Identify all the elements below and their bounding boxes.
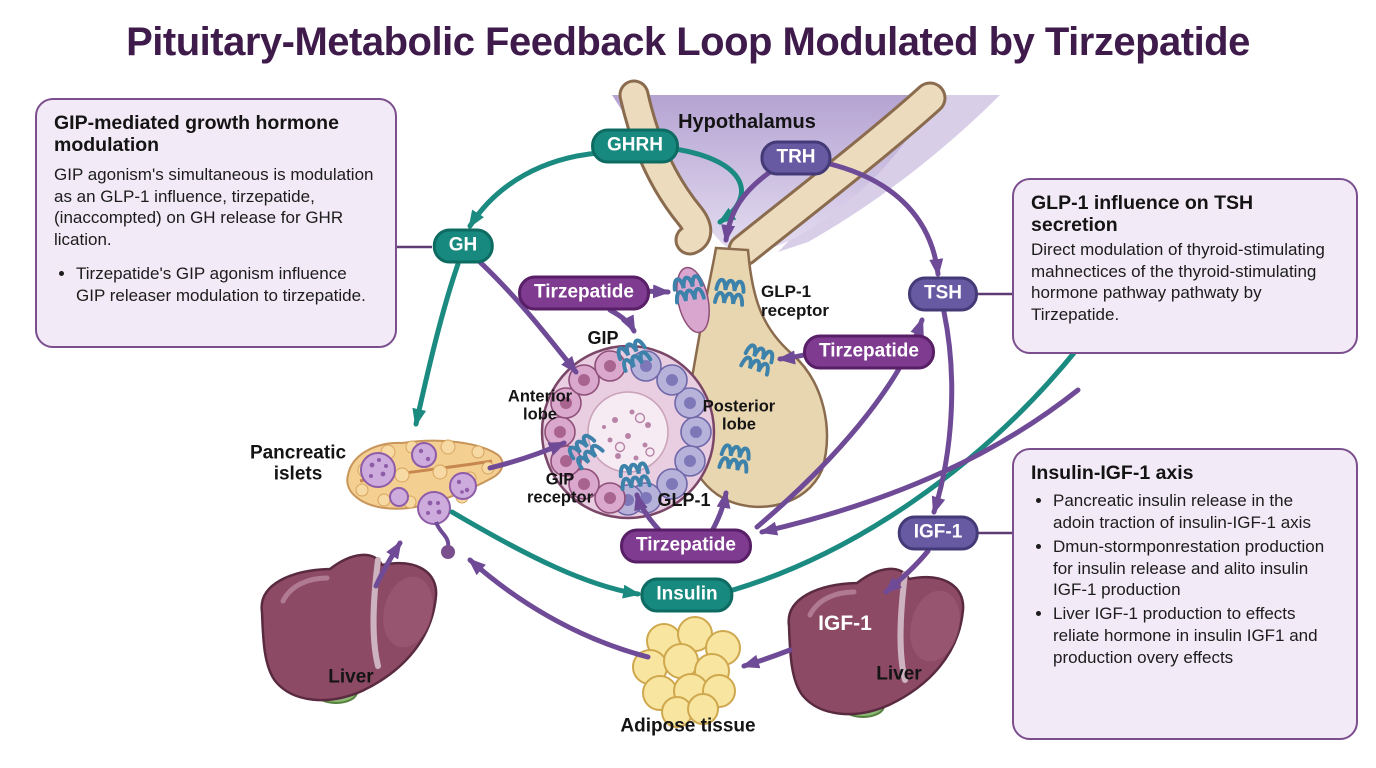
arrow-ghrh-to-gh [467,150,601,229]
label-glp1: GLP-1 [657,489,711,510]
arrow-tsh-to-igf1 [931,309,955,515]
pill-tsh: TSH [908,276,978,312]
label-liver-left: Liver [328,666,374,688]
liver-left-illustration [260,553,438,704]
callout-gip-gh-modulation: GIP-mediated growth hormone modulation G… [35,98,397,348]
label-adipose-tissue: Adipose tissue [620,715,756,737]
adipose-illustration [632,616,741,728]
arrow-islets-to-insulin [449,509,641,599]
label-liver-right: Liver [876,663,922,685]
arrow-igf1-to-liver [883,548,931,595]
arrow-liver-to-pancreas [373,540,403,589]
pill-insulin: Insulin [640,577,734,613]
pancreas-illustration [346,439,504,559]
callout-bullet: Tirzepatide's GIP agonism influence GIP … [76,263,378,307]
callout-body: Direct modulation of thyroid-stimulating… [1031,239,1325,325]
arrow-liver-to-adipose [741,647,793,669]
callout-bullet: Liver IGF-1 production to effects reliat… [1053,603,1339,668]
callout-title: GLP-1 influence on TSH secretion [1031,192,1254,237]
callout-glp1-tsh: GLP-1 influence on TSH secretion Direct … [1012,178,1358,354]
liver-right-illustration [787,567,965,718]
label-gip-receptor: GIP receptor [526,470,594,507]
arrow-tirzepatide-to-glp1-right [709,490,731,534]
callout-bullet: Pancreatic insulin release in the adoin … [1053,490,1339,534]
arrow-pancreas-to-anterior-lobe [487,440,567,471]
label-hypothalamus: Hypothalamus [678,110,816,133]
label-posterior-lobe: Posterior lobe [702,397,776,434]
arrow-gh-to-anterior-lobe [477,259,579,375]
pill-tirzepatide-bottom: Tirzepatide [620,528,752,564]
label-igf1-on-liver: IGF-1 [818,612,872,636]
label-gip: GIP [587,327,619,348]
pill-tirzepatide-right: Tirzepatide [803,334,935,370]
page-title: Pituitary-Metabolic Feedback Loop Modula… [126,20,1250,64]
label-pancreatic-islets: Pancreatic islets [249,442,347,485]
pill-gh: GH [432,228,494,264]
pill-trh: TRH [760,140,832,176]
callout-title: GIP-mediated growth hormone modulation [54,112,339,157]
callout-bullet: Dmun-stormponrestation production for in… [1053,536,1339,601]
arrow-tirzepatide-to-gip [607,307,637,334]
callout-title: Insulin-IGF-1 axis [1031,462,1194,484]
arrow-gh-to-pancreas [412,261,461,427]
arc-insulin-feedback [730,345,1081,593]
box-connectors [396,245,1013,535]
callout-body: GIP agonism's simultaneous is modulation… [54,164,374,250]
arrow-trh-to-tsh [823,160,944,277]
callout-insulin-igf1: Insulin-IGF-1 axis Pancreatic insulin re… [1012,448,1358,740]
pill-ghrh: GHRH [591,128,679,164]
arrow-tirzepatide-to-glp1-left [634,492,663,534]
label-anterior-lobe: Anterior lobe [507,387,573,424]
arrow-trh-to-pituitary [721,169,773,243]
pill-tirzepatide-left: Tirzepatide [518,275,650,311]
pill-igf1: IGF-1 [897,515,979,551]
label-glp1-receptor: GLP-1 receptor [761,282,830,321]
arrow-adipose-to-pancreas [467,557,651,660]
